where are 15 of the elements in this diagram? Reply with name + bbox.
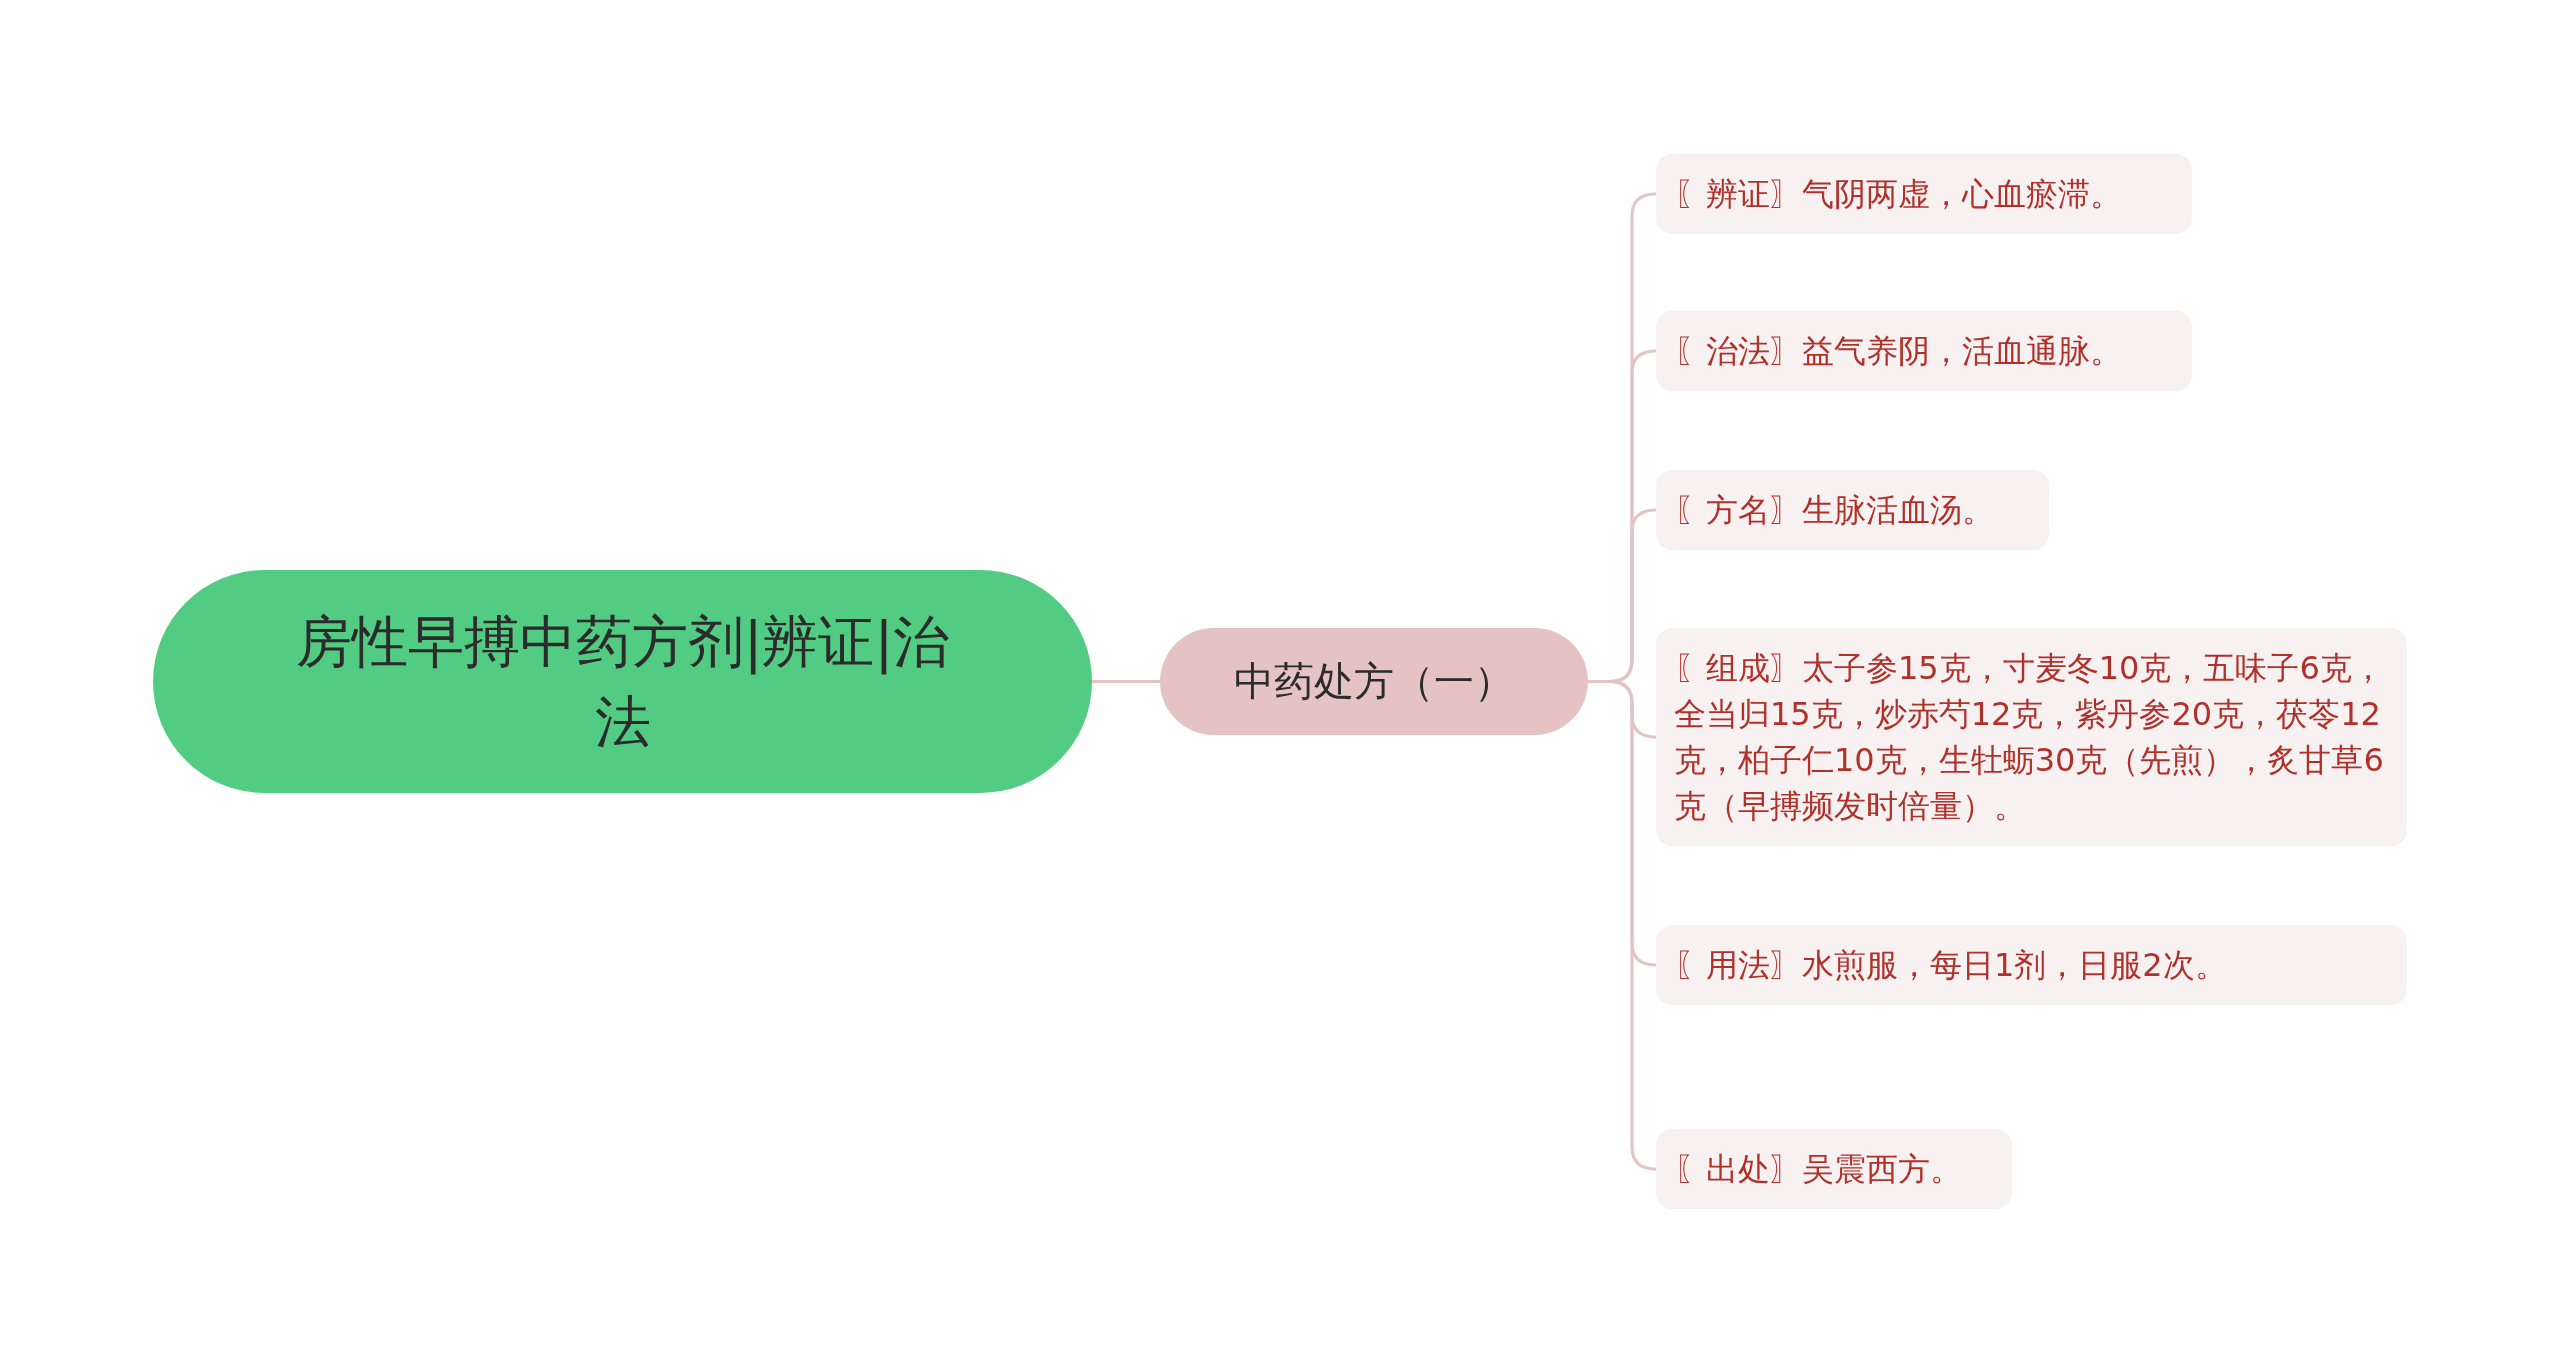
topic-text: 〖出处〗吴震西方。 bbox=[1674, 1149, 1963, 1190]
detail-card bbox=[1656, 628, 2407, 846]
detail-card bbox=[1656, 1129, 2012, 1209]
connector-line bbox=[1092, 680, 1160, 683]
topic-text: 〖用法〗水煎服，每日1剂，日服2次。 bbox=[1674, 945, 2228, 986]
topic-text: 房性早搏中药方剂|辨证|治法 bbox=[294, 607, 951, 756]
topic-text: 〖辨证〗气阴两虚，心血瘀滞。 bbox=[1674, 174, 2123, 215]
topic-text: 〖方名〗生脉活血汤。 bbox=[1674, 490, 1995, 531]
detail-card bbox=[1656, 311, 2192, 391]
topic-text: 中药处方（一） bbox=[1234, 657, 1514, 706]
detail-card bbox=[1656, 925, 2407, 1005]
detail-card bbox=[1656, 154, 2192, 234]
detail-card bbox=[1656, 470, 2049, 550]
topic-text: 〖组成〗太子参15克，寸麦冬10克，五味子6克，全当归15克，炒赤芍12克，紫丹参20克，茯苓12克，柏子仁10克，生牡蛎30克（先煎），炙甘草6克（早搏频发时倍量）。 bbox=[1674, 648, 2385, 827]
topic-text: 〖治法〗益气养阴，活血通脉。 bbox=[1674, 331, 2123, 372]
